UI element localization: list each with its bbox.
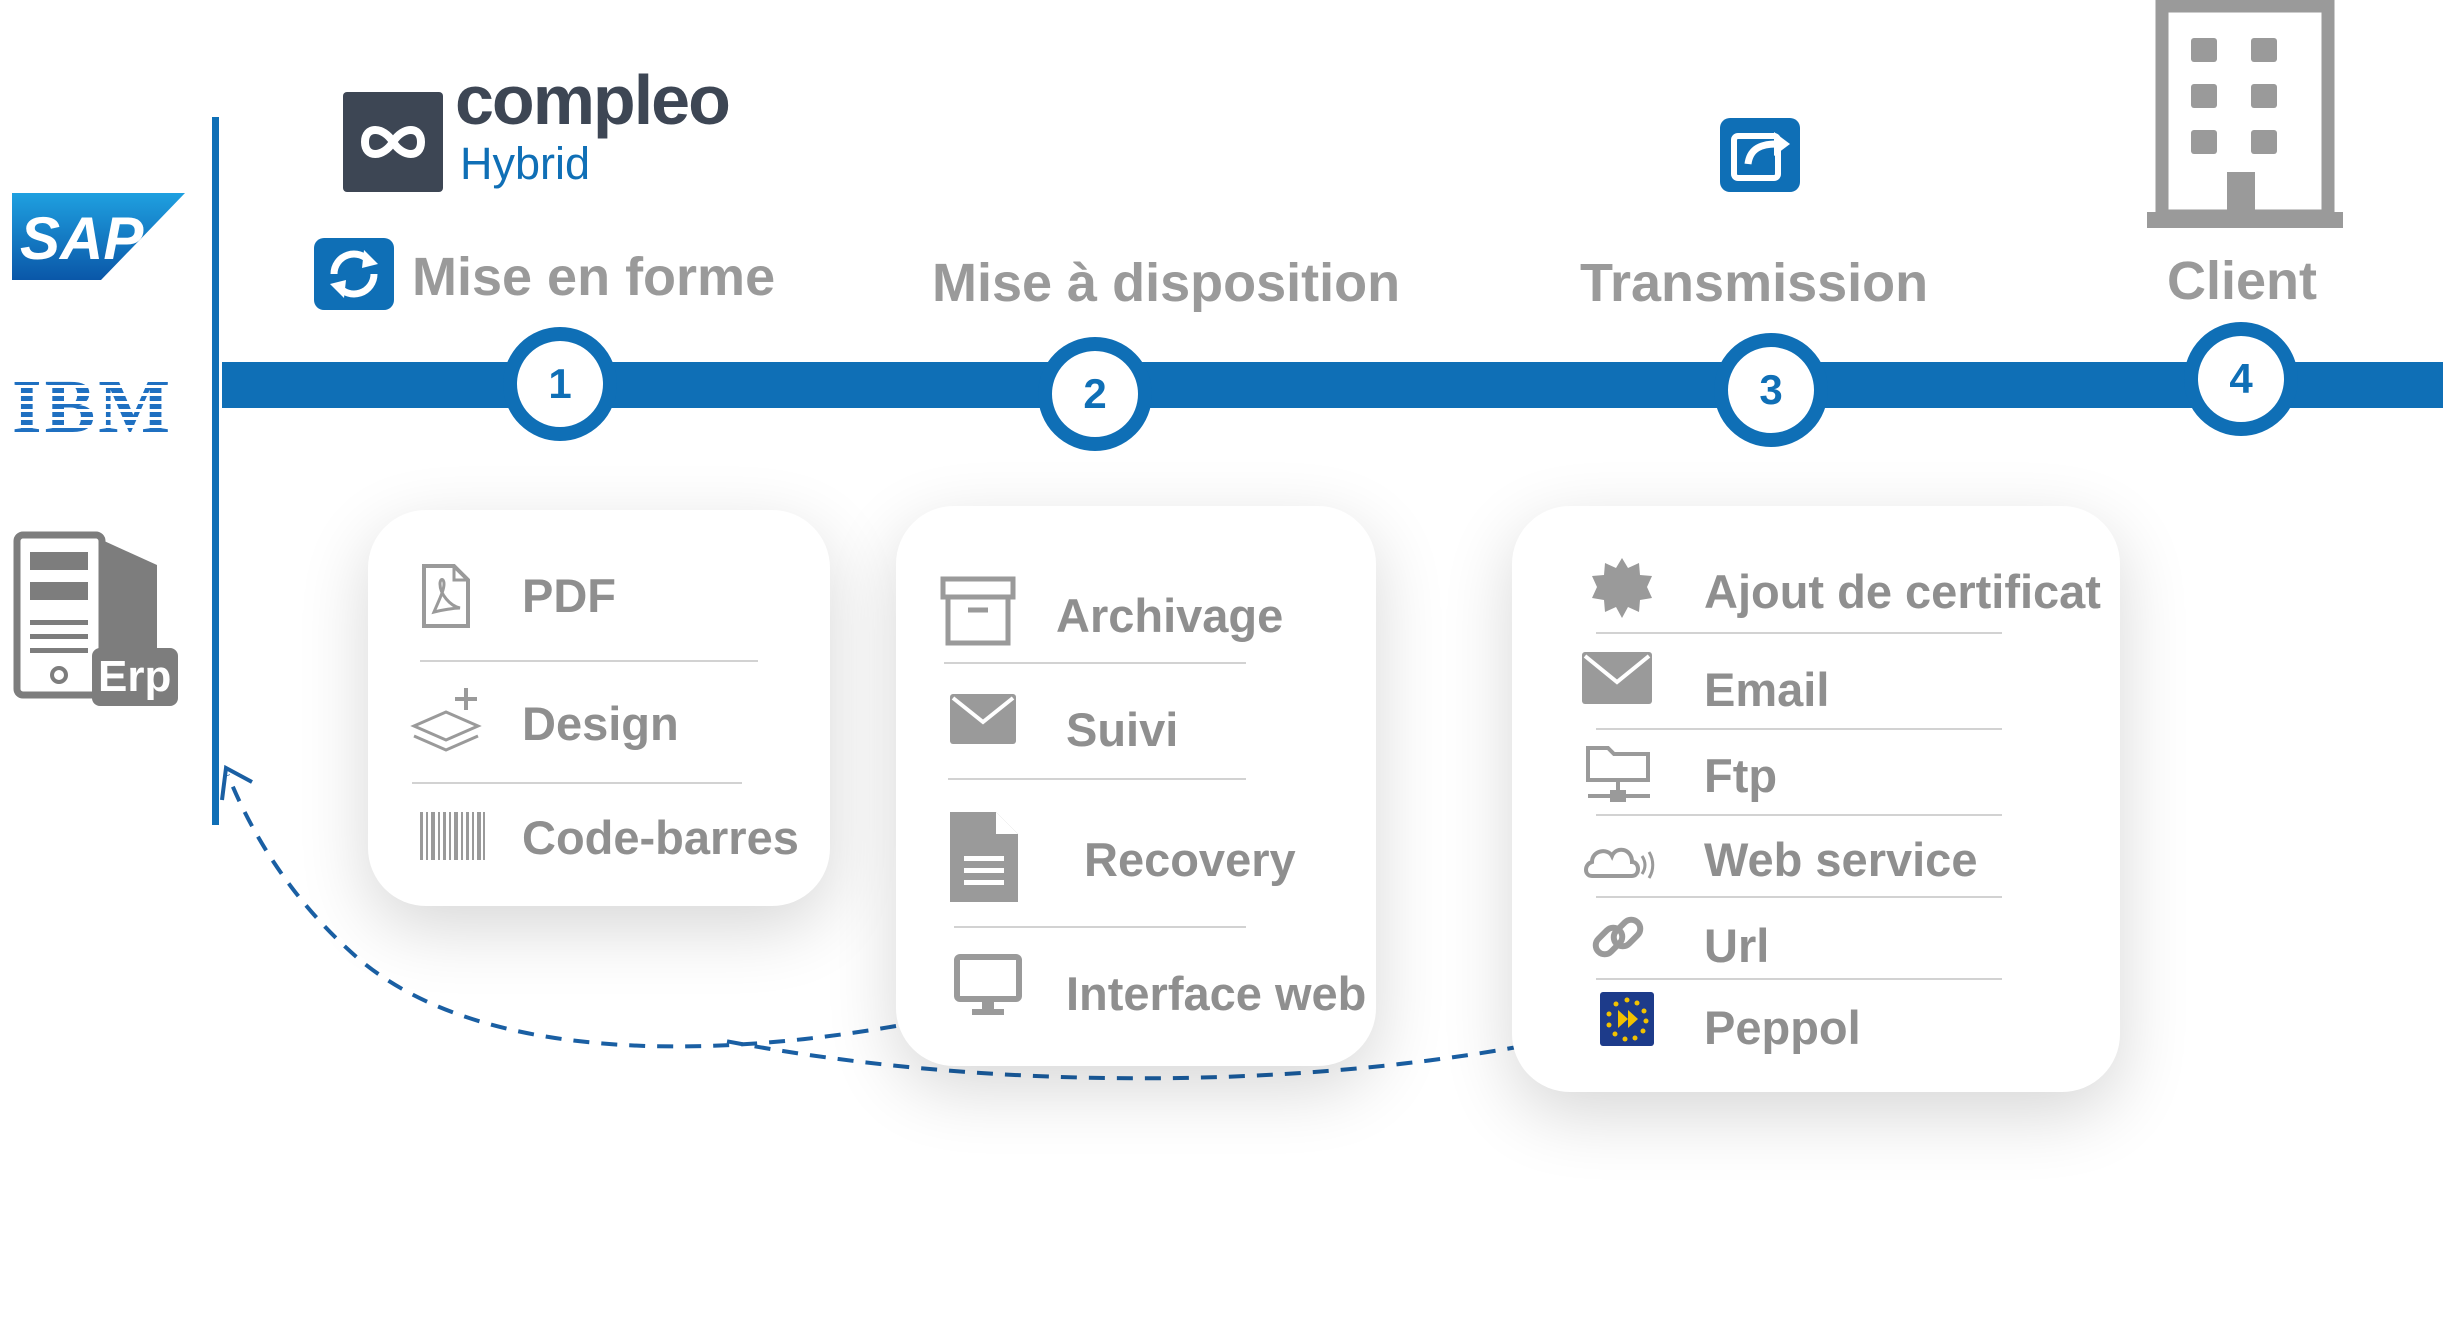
step-title-1: Mise en forme xyxy=(412,247,776,307)
card-item-tracking: Suivi xyxy=(1066,703,1179,756)
step-title-3: Transmission xyxy=(1580,253,1929,313)
step-title-2: Mise à disposition xyxy=(932,253,1401,313)
sap-text: SAP xyxy=(20,205,144,272)
source-return-line xyxy=(212,117,219,825)
card-divider xyxy=(1596,728,2002,730)
ftp-folder-icon xyxy=(1584,742,1654,809)
link-icon xyxy=(1590,910,1646,971)
card-item-url: Url xyxy=(1704,919,1770,972)
monitor-icon xyxy=(954,954,1022,1023)
card-divider xyxy=(1596,632,2002,634)
card-item-email: Email xyxy=(1704,663,1830,716)
availability-card: Archivage Suivi Recovery Interface web xyxy=(896,506,1376,1066)
card-divider xyxy=(420,660,758,662)
compleo-logo-mark xyxy=(343,92,443,192)
share-export-icon xyxy=(1720,118,1800,192)
card-item-web-service: Web service xyxy=(1704,833,1978,886)
card-divider xyxy=(954,926,1246,928)
building-icon xyxy=(2145,0,2345,230)
erp-server-icon: Erp xyxy=(12,530,182,710)
card-divider xyxy=(944,662,1246,664)
card-item-barcode: Code-barres xyxy=(522,811,799,864)
envelope-icon xyxy=(950,694,1016,749)
sap-logo: SAP xyxy=(12,193,185,280)
card-item-archive: Archivage xyxy=(1056,589,1284,642)
ibm-text: IBM xyxy=(12,372,170,436)
card-divider xyxy=(1596,978,2002,980)
card-item-recovery: Recovery xyxy=(1084,833,1296,886)
card-divider xyxy=(948,778,1246,780)
sync-icon xyxy=(314,238,394,310)
brand-sub: Hybrid xyxy=(460,138,591,189)
card-divider xyxy=(412,782,742,784)
layers-add-icon xyxy=(410,686,482,761)
document-icon xyxy=(950,812,1018,907)
card-divider xyxy=(1596,896,2002,898)
card-item-pdf: PDF xyxy=(522,569,616,622)
barcode-icon xyxy=(420,812,486,865)
card-item-peppol: Peppol xyxy=(1704,1001,1861,1054)
archive-box-icon xyxy=(940,576,1016,651)
card-item-certificate: Ajout de certificat xyxy=(1704,565,2101,618)
card-item-web-interface: Interface web xyxy=(1066,967,1367,1020)
ibm-logo: IBM xyxy=(12,365,172,449)
step-marker-1: 1 xyxy=(503,327,617,441)
format-card: PDF Design Code-barres xyxy=(368,510,830,906)
card-item-design: Design xyxy=(522,697,679,750)
card-item-ftp: Ftp xyxy=(1704,749,1778,802)
peppol-flag-icon xyxy=(1600,992,1654,1051)
cloud-signal-icon xyxy=(1582,840,1658,887)
envelope-icon xyxy=(1582,652,1652,709)
erp-label: Erp xyxy=(98,652,172,701)
certificate-seal-icon xyxy=(1592,558,1652,623)
card-divider xyxy=(1596,814,2002,816)
step-title-4: Client xyxy=(2167,251,2318,311)
transmission-card: Ajout de certificat Email Ftp Web servic… xyxy=(1512,506,2120,1092)
pdf-file-icon xyxy=(420,562,472,635)
brand-name: compleo xyxy=(455,61,731,139)
